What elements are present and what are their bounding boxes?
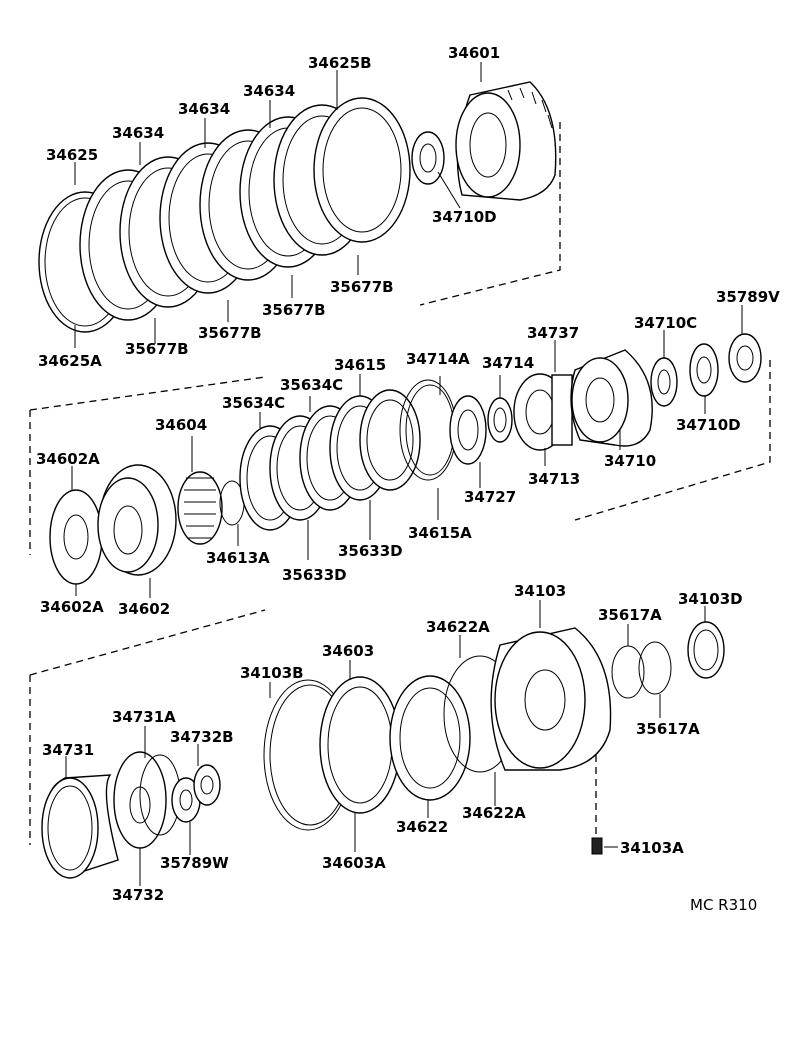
label-34737: 34737 [527, 324, 579, 342]
label-34603: 34603 [322, 642, 374, 660]
leader-lines [65, 62, 743, 886]
label-34731: 34731 [42, 741, 94, 759]
label-34625A: 34625A [38, 352, 102, 370]
label-34602A-top: 34602A [36, 450, 100, 468]
part-labels: 34601 34625B 34634 34634 34634 34625 347… [36, 44, 780, 914]
label-35633D-a: 35633D [338, 542, 403, 560]
bearing-34714 [487, 397, 513, 443]
washer-35789V [728, 333, 762, 383]
washer-34710D-top [411, 131, 445, 185]
label-34625B: 34625B [308, 54, 372, 72]
label-34604: 34604 [155, 416, 207, 434]
label-35633D-b: 35633D [282, 566, 347, 584]
label-34634-c: 34634 [112, 124, 164, 142]
label-35617A-bot: 35617A [636, 720, 700, 738]
label-35634C-b: 35634C [222, 394, 285, 412]
row1-clutch-pack [38, 81, 557, 333]
washer-34710C [650, 357, 678, 407]
oneway-clutch-34604 [177, 471, 223, 545]
label-35617A-top: 35617A [598, 606, 662, 624]
row3-assembly [41, 621, 725, 879]
label-34622A-bot: 34622A [462, 804, 526, 822]
label-34603A: 34603A [322, 854, 386, 872]
label-34732: 34732 [112, 886, 164, 904]
label-35634C-a: 35634C [280, 376, 343, 394]
label-35677B-d: 35677B [125, 340, 189, 358]
seal-ring-35617A-b [638, 641, 672, 695]
label-34714A: 34714A [406, 350, 470, 368]
washer-34710D-mid [689, 343, 719, 397]
label-34602A-bot: 34602A [40, 598, 104, 616]
washer-34732B [193, 764, 221, 806]
plate-34625B [313, 97, 411, 243]
label-34713: 34713 [528, 470, 580, 488]
label-34727: 34727 [464, 488, 516, 506]
label-35789W: 35789W [160, 854, 229, 872]
label-34601: 34601 [448, 44, 500, 62]
label-34710D-mid: 34710D [676, 416, 741, 434]
label-34732B: 34732B [170, 728, 234, 746]
washer-34602A [49, 489, 103, 585]
label-34602: 34602 [118, 600, 170, 618]
band-34603 [319, 676, 401, 814]
label-35789V: 35789V [716, 288, 780, 306]
label-34710D-top: 34710D [432, 208, 497, 226]
label-34103A: 34103A [620, 839, 684, 857]
group-frames [29, 122, 771, 845]
label-34634-a: 34634 [243, 82, 295, 100]
plate-34615 [359, 389, 421, 491]
label-34103B: 34103B [240, 664, 304, 682]
label-34731A: 34731A [112, 708, 176, 726]
label-34714: 34714 [482, 354, 534, 372]
gear-34727 [449, 395, 487, 465]
label-34710: 34710 [604, 452, 656, 470]
bolt-34103A [591, 837, 603, 855]
label-34103D: 34103D [678, 590, 743, 608]
diagram-reference-code: MC R310 [690, 896, 757, 914]
piston-34622 [389, 675, 471, 801]
label-34622: 34622 [396, 818, 448, 836]
label-35677B-c: 35677B [198, 324, 262, 342]
label-34613A: 34613A [206, 549, 270, 567]
label-34615A: 34615A [408, 524, 472, 542]
label-35677B-b: 35677B [262, 301, 326, 319]
label-34622A-top: 34622A [426, 618, 490, 636]
label-34625: 34625 [46, 146, 98, 164]
row2-assembly [49, 333, 762, 585]
shaft-34737 [551, 374, 573, 446]
label-34615: 34615 [334, 356, 386, 374]
label-34710C: 34710C [634, 314, 697, 332]
label-34634-b: 34634 [178, 100, 230, 118]
label-35677B-a: 35677B [330, 278, 394, 296]
label-34103: 34103 [514, 582, 566, 600]
